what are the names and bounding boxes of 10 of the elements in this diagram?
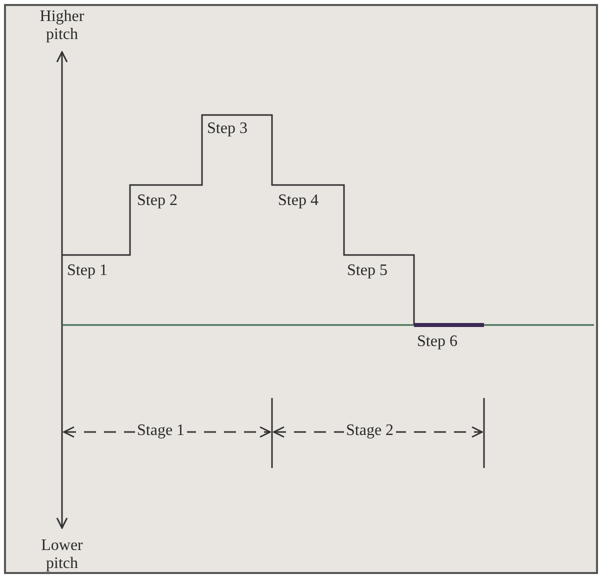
- step-label: Step 6: [417, 333, 458, 351]
- step-label: Step 5: [347, 262, 388, 280]
- step-label: Step 1: [67, 262, 108, 280]
- axis-label: Higher pitch: [38, 8, 86, 44]
- axis-label: Lower pitch: [40, 537, 84, 573]
- stage-label: Stage 1: [135, 422, 187, 440]
- step-label: Step 4: [278, 192, 318, 210]
- step-label: Step 2: [137, 192, 178, 210]
- step-label: Step 3: [207, 120, 248, 138]
- stage-label: Stage 2: [344, 422, 396, 440]
